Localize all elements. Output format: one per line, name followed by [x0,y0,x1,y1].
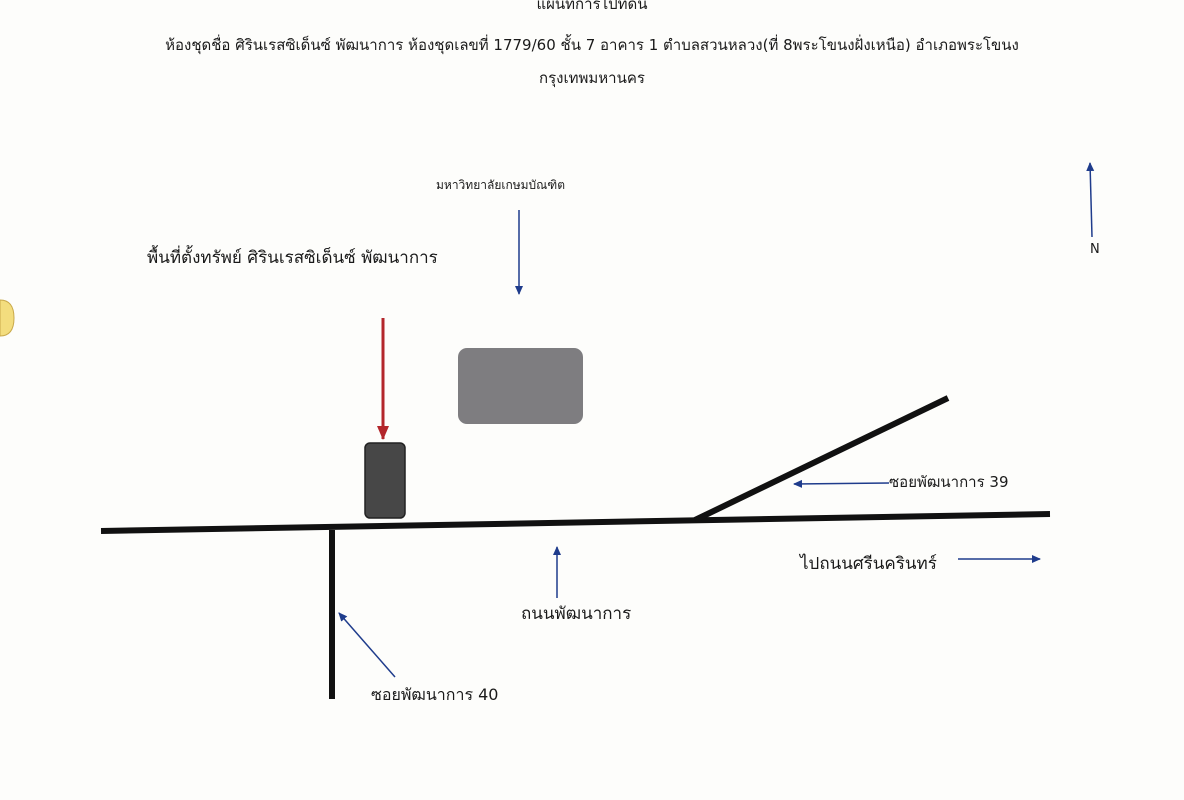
page-tab-marker [0,299,15,337]
soi-39-label: ซอยพัฒนาการ 39 [889,473,1009,491]
soi-39-pointer-arrow [793,479,890,488]
main-road-label: ถนนพัฒนาการ [521,604,632,624]
address-line-1: ห้องชุดชื่อ ศิรินเรสซิเด็นซ์ พัฒนาการ ห้… [165,36,1019,54]
road-soi-39 [693,395,950,523]
map-title: แผนที่การไปที่ดิน [536,0,648,13]
north-arrow-icon [1086,162,1095,238]
north-label: N [1090,242,1100,257]
address-line-2: กรุงเทพมหานคร [539,69,645,87]
university-label: มหาวิทยาลัยเกษมบัณฑิต [436,178,566,192]
property-site-label: พื้นที่ตั้งทรัพย์ ศิรินเรสซิเด็นซ์ พัฒนา… [147,248,438,268]
soi-40-label: ซอยพัฒนาการ 40 [371,685,499,704]
property-building [364,442,406,519]
soi-40-pointer-arrow [338,612,396,678]
university-building [458,348,583,424]
to-srinakarin-label: ไปถนนศรีนครินทร์ [800,554,937,574]
road-phatthanakan [100,511,1051,534]
